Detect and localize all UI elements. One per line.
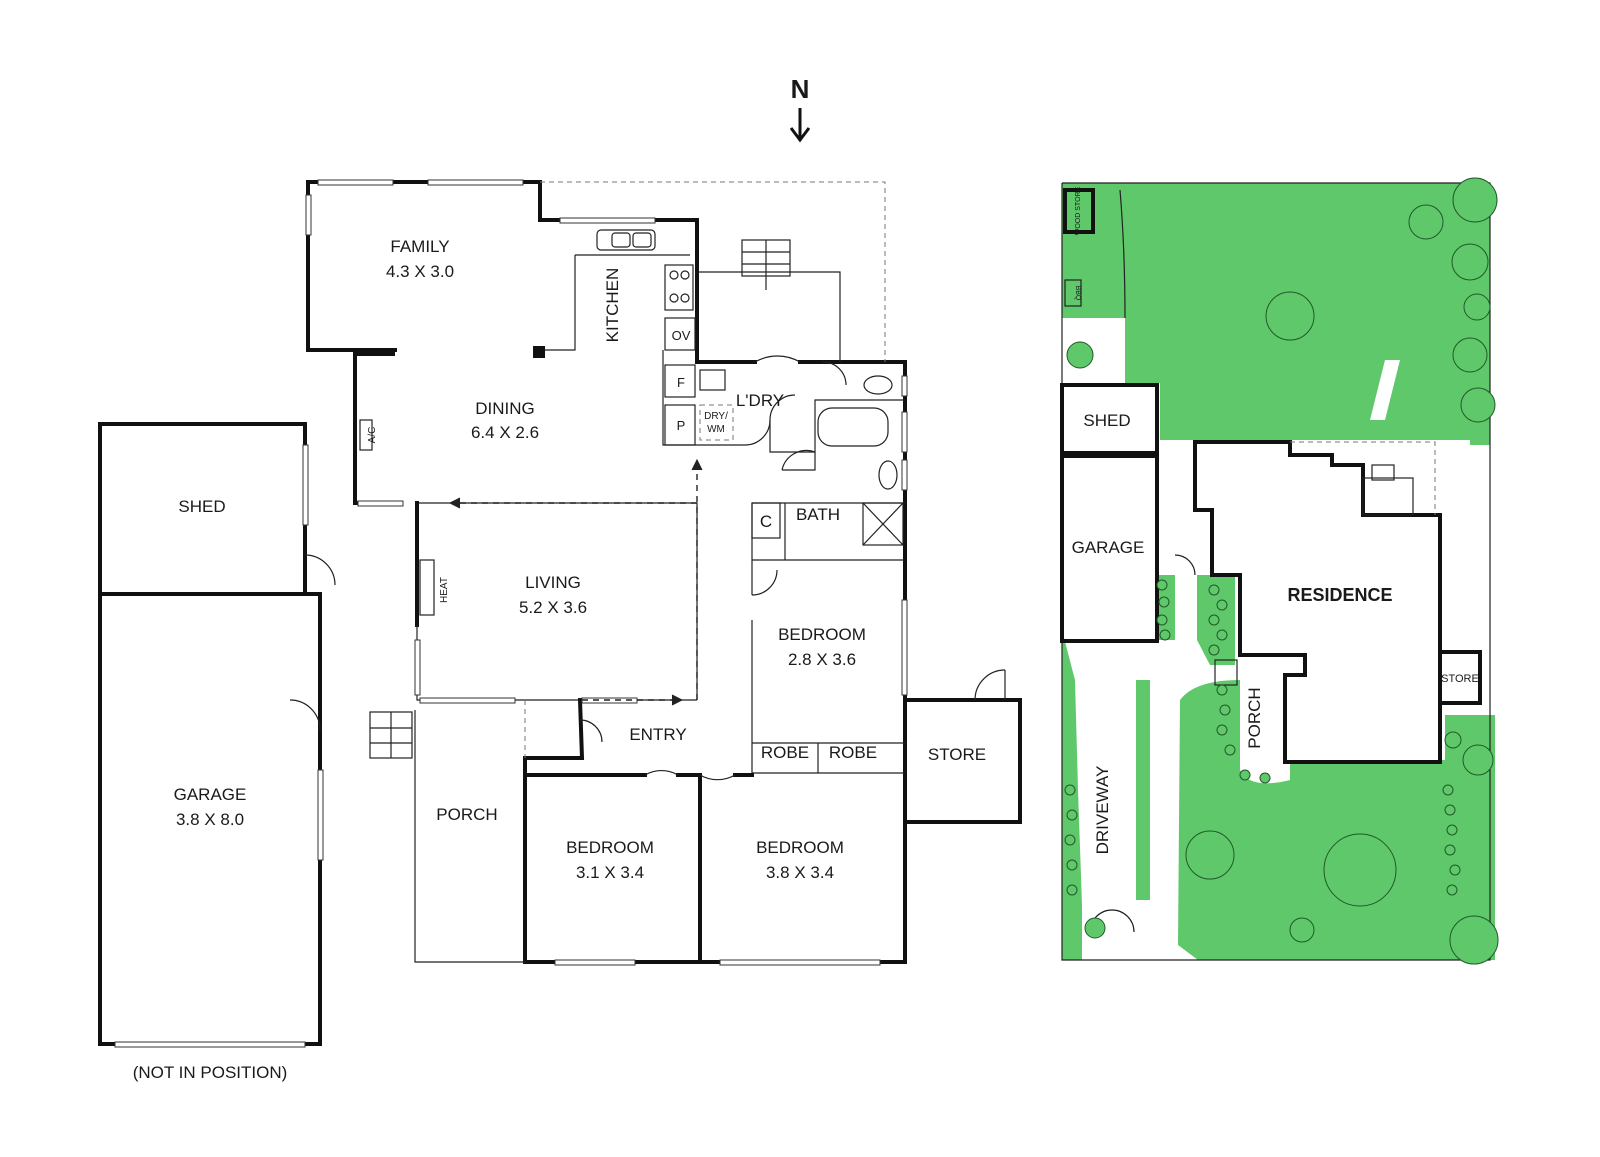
pantry-label: P [677, 418, 686, 433]
washer-label: WM [707, 424, 725, 435]
bedroom-1-dims: 3.1 X 3.4 [576, 863, 644, 882]
garage-dims: 3.8 X 8.0 [176, 810, 244, 829]
store-label: STORE [928, 745, 986, 764]
house-walls [306, 180, 1022, 964]
entry-label: ENTRY [629, 725, 686, 744]
not-in-position-note: (NOT IN POSITION) [133, 1063, 288, 1082]
cooktop-icon [664, 264, 694, 311]
vanity-basin-icon [878, 460, 898, 490]
kitchen-fixtures [359, 229, 898, 616]
cupboard-label: C [760, 512, 772, 531]
driveway-label: DRIVEWAY [1093, 766, 1112, 855]
residence-label: RESIDENCE [1287, 585, 1392, 605]
family-dims: 4.3 X 3.0 [386, 262, 454, 281]
toilet-icon [863, 375, 893, 395]
living-dims: 5.2 X 3.6 [519, 598, 587, 617]
north-label: N [791, 74, 810, 104]
robe-2-label: ROBE [829, 743, 877, 762]
site-porch-label: PORCH [1245, 687, 1264, 748]
dining-label: DINING [475, 399, 535, 418]
north-arrow: N [789, 74, 811, 143]
wood-store-label: WOOD STORE [1075, 186, 1082, 235]
living-label: LIVING [525, 573, 581, 592]
flow-arrows [448, 458, 703, 706]
windows [305, 179, 908, 966]
doors [579, 355, 1006, 781]
ac-unit-icon [359, 419, 373, 451]
dryer-label: DRY/ [704, 411, 728, 422]
bedroom-2-label: BEDROOM [756, 838, 844, 857]
bedroom-2-dims: 3.8 X 3.4 [766, 863, 834, 882]
bathtub-icon [817, 407, 889, 447]
site-garage-label: GARAGE [1072, 538, 1145, 557]
heater-icon [419, 559, 435, 616]
heat-label: HEAT [439, 577, 450, 603]
bedroom-east-dims: 2.8 X 3.6 [788, 650, 856, 669]
sink-icon [596, 229, 656, 251]
robe-1-label: ROBE [761, 743, 809, 762]
shed-label: SHED [178, 497, 225, 516]
dryer-washer-icon [699, 404, 734, 441]
bath-label: BATH [796, 505, 840, 524]
site-plan: WOOD STORE BBQ SHED GARAGE RESIDENCE STO… [1060, 182, 1495, 961]
ac-label: A/C [367, 427, 378, 444]
shrubs [1064, 579, 1461, 896]
fridge-label: F [677, 375, 685, 390]
dining-dims: 6.4 X 2.6 [471, 423, 539, 442]
room-labels: FAMILY 4.3 X 3.0 KITCHEN DINING 6.4 X 2.… [133, 237, 986, 1082]
kitchen-label: KITCHEN [603, 268, 622, 343]
laundry-sink-icon [699, 369, 726, 391]
bedroom-east-label: BEDROOM [778, 625, 866, 644]
laundry-label: L'DRY [736, 391, 784, 410]
garage-label: GARAGE [174, 785, 247, 804]
site-shed-label: SHED [1083, 411, 1130, 430]
oven-label: OV [672, 328, 691, 343]
site-store-label: STORE [1441, 673, 1479, 685]
porch-label: PORCH [436, 805, 497, 824]
trees [1066, 177, 1499, 965]
steps [369, 239, 791, 759]
outbuildings [98, 422, 336, 1048]
bbq-label: BBQ [1074, 286, 1081, 301]
family-label: FAMILY [390, 237, 449, 256]
bedroom-1-label: BEDROOM [566, 838, 654, 857]
